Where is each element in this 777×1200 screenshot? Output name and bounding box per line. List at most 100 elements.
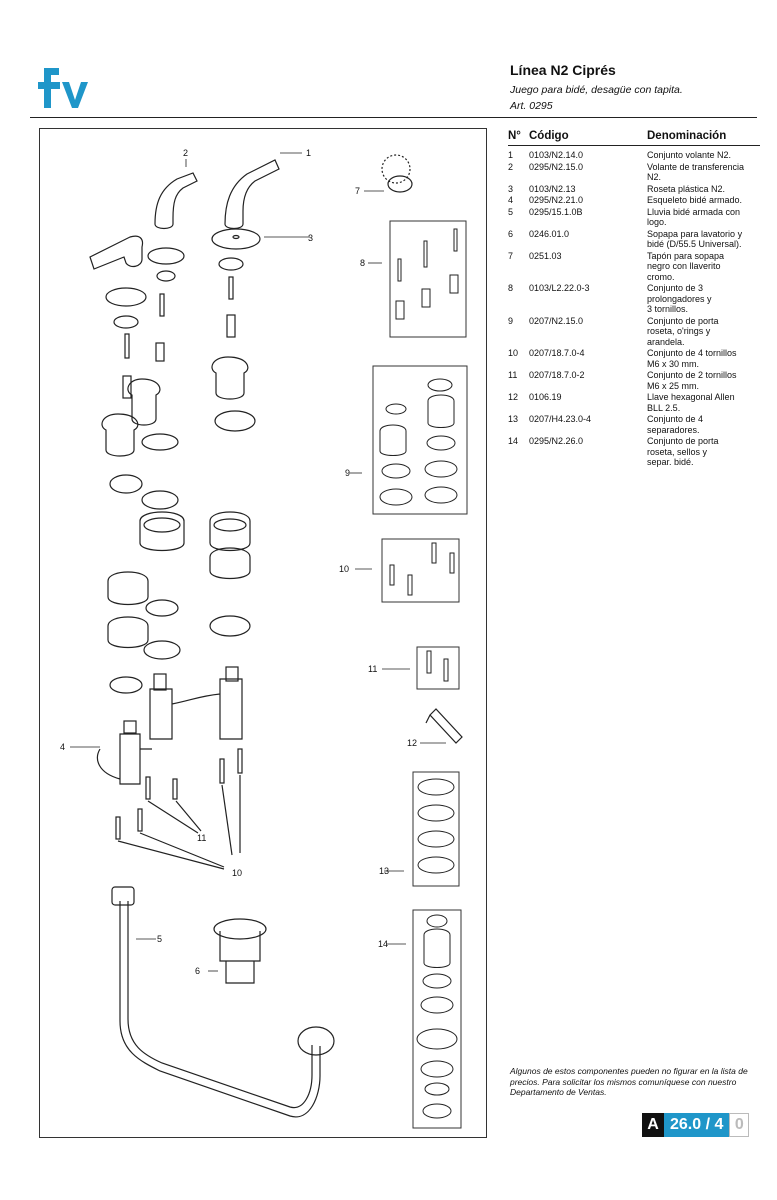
page-title: Línea N2 Ciprés bbox=[510, 62, 616, 78]
box-13 bbox=[412, 771, 460, 887]
row-description-line: M6 x 30 mm. bbox=[647, 358, 700, 369]
row-description-line: Conjunto de porta bbox=[647, 315, 719, 326]
row-code: 0251.03 bbox=[529, 250, 562, 261]
callout-10a: 10 bbox=[339, 564, 349, 574]
row-code: 0207/18.7.0-4 bbox=[529, 348, 585, 358]
row-description-line: N2. bbox=[647, 172, 662, 182]
callout-8: 8 bbox=[360, 258, 365, 268]
header: Línea N2 Ciprés Juego para bidé, desagüe… bbox=[510, 62, 760, 112]
row-description-line: cromo. bbox=[647, 271, 675, 282]
page-code-number: 26.0 / 4 bbox=[664, 1113, 730, 1137]
row-description-line: prolongadores y bbox=[647, 293, 712, 304]
row-number: 4 bbox=[508, 195, 514, 205]
row-code: 0103/L2.22.0-3 bbox=[529, 283, 590, 293]
row-number: 3 bbox=[508, 183, 514, 194]
box-11 bbox=[416, 646, 460, 690]
row-description-line: Conjunto de porta bbox=[647, 436, 719, 446]
fv-logo bbox=[38, 68, 88, 108]
row-code: 0106.19 bbox=[529, 392, 562, 402]
row-description-line: Conjunto de 3 bbox=[647, 283, 704, 293]
row-description-line: Volante de transferencia bbox=[647, 161, 745, 172]
drain-6 bbox=[213, 918, 267, 940]
row-description-line: arandela. bbox=[647, 336, 685, 347]
diagram-canvas: 1 2 3 4 5 6 7 8 9 10 10 11 11 12 13 14 bbox=[60, 148, 468, 1129]
header-rule bbox=[30, 117, 757, 118]
row-code: 0207/H4.23.0-4 bbox=[529, 414, 592, 424]
callout-6: 6 bbox=[195, 966, 200, 976]
row-description: Roseta plástica N2. bbox=[647, 184, 760, 195]
callout-5: 5 bbox=[157, 934, 162, 944]
row-description-line: Conjunto volante N2. bbox=[647, 150, 732, 160]
rosette-b bbox=[105, 287, 147, 307]
row-number: 7 bbox=[508, 250, 514, 261]
exploded-diagram: 1 2 3 4 5 6 7 8 9 10 10 11 11 12 13 14 bbox=[39, 128, 487, 1138]
callout-10b: 10 bbox=[232, 868, 242, 878]
row-number: 8 bbox=[508, 283, 514, 293]
row-number: 13 bbox=[508, 414, 519, 424]
callout-9: 9 bbox=[345, 468, 350, 478]
table-row: 4 0295/N2.21.0 Esqueleto bidé armado. bbox=[508, 195, 760, 206]
row-description-line: M6 x 25 mm. bbox=[647, 380, 700, 391]
table-header: N° Código Denominación bbox=[508, 130, 760, 146]
rosette-3 bbox=[211, 228, 261, 250]
row-description-line: negro con llaverito bbox=[647, 261, 721, 271]
row-description-line: roseta, o'rings y bbox=[647, 326, 711, 336]
callout-4: 4 bbox=[60, 742, 65, 752]
row-description-line: logo. bbox=[647, 217, 667, 227]
row-code: 0207/N2.15.0 bbox=[529, 315, 584, 326]
callout-1: 1 bbox=[306, 148, 311, 158]
callout-11a: 11 bbox=[368, 664, 377, 674]
handle-1 bbox=[224, 159, 280, 230]
row-description-line: roseta, sellos y bbox=[647, 446, 708, 457]
box-8 bbox=[389, 220, 467, 338]
row-description-line: Conjunto de 4 tornillos bbox=[647, 348, 737, 358]
box-10 bbox=[381, 538, 460, 603]
row-description-line: Conjunto de 4 bbox=[647, 414, 704, 424]
row-description-line: BLL 2.5. bbox=[647, 402, 681, 413]
article-number: Art. 0295 bbox=[510, 100, 553, 112]
page-subtitle: Juego para bidé, desagüe con tapita. bbox=[510, 84, 683, 96]
row-number: 12 bbox=[508, 392, 519, 402]
row-description-line: 3 tornillos. bbox=[647, 304, 689, 314]
allen-key-12 bbox=[425, 708, 463, 744]
rosette-a bbox=[147, 247, 185, 265]
box-14 bbox=[412, 909, 462, 1129]
row-code: 0207/18.7.0-2 bbox=[529, 370, 585, 380]
row-code: 0103/N2.13 bbox=[529, 183, 576, 194]
callout-12: 12 bbox=[407, 738, 417, 748]
row-description-line: Llave hexagonal Allen bbox=[647, 392, 735, 402]
callout-11b: 11 bbox=[197, 833, 206, 843]
col-name: Denominación bbox=[647, 130, 727, 142]
row-description-line: Lluvia bidé armada con bbox=[647, 206, 741, 217]
callout-14: 14 bbox=[378, 939, 388, 949]
row-number: 5 bbox=[508, 206, 514, 217]
row-description-line: Tapón para sopapa bbox=[647, 250, 725, 261]
row-code: 0295/N2.21.0 bbox=[529, 195, 584, 205]
row-code: 0246.01.0 bbox=[529, 228, 570, 239]
row-description: Esqueleto bidé armado. bbox=[647, 195, 760, 206]
page-code-suffix: 0 bbox=[729, 1113, 750, 1137]
col-number: N° bbox=[508, 130, 521, 142]
page-code: A 26.0 / 4 0 bbox=[642, 1113, 750, 1137]
row-description-line: Esqueleto bidé armado. bbox=[647, 195, 743, 205]
row-description: Conjunto volante N2. bbox=[647, 150, 760, 161]
